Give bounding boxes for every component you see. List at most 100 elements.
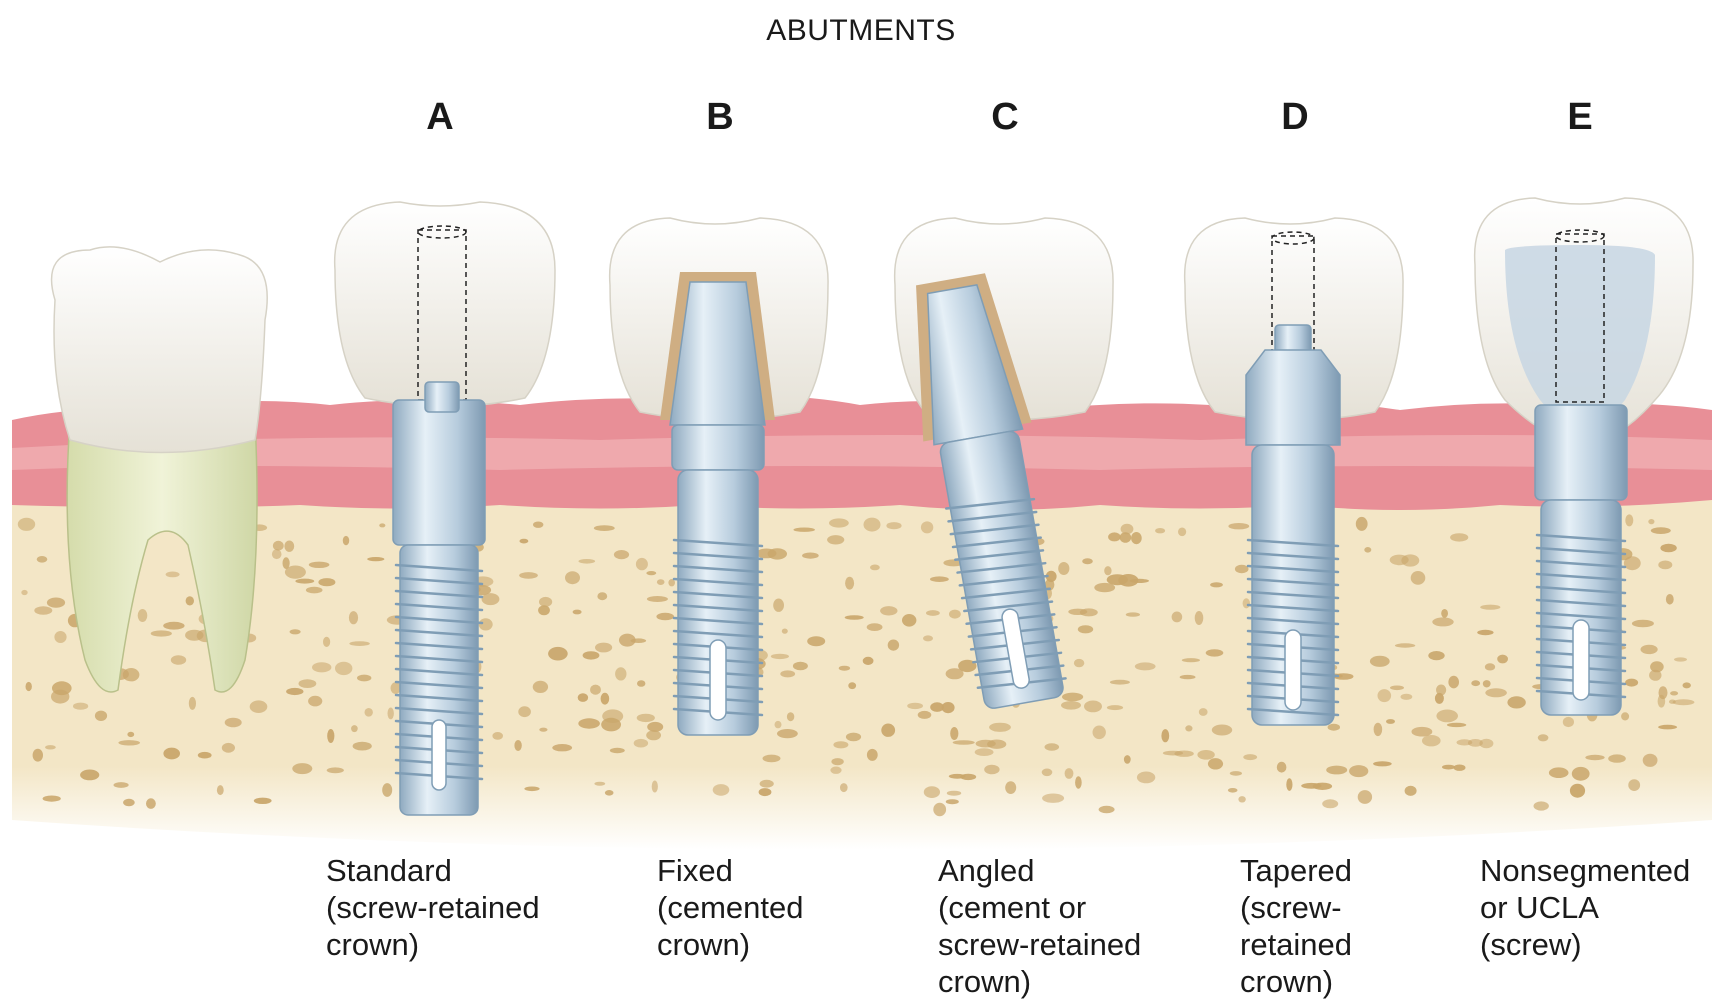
implant-thread xyxy=(958,574,1049,587)
bone-pore xyxy=(1658,686,1668,700)
bone-pore xyxy=(224,717,242,728)
bone-pore xyxy=(1322,799,1339,809)
bone-pore xyxy=(886,522,902,530)
bone-pore xyxy=(1073,658,1085,668)
bone-pore xyxy=(595,642,613,653)
bone-pore xyxy=(1181,658,1200,663)
bone-pore xyxy=(478,618,493,631)
bone-pore xyxy=(974,748,994,756)
bone-pore xyxy=(593,525,615,531)
bone-pore xyxy=(1171,611,1183,623)
bone-pore xyxy=(1044,579,1055,591)
bone-pore xyxy=(1428,651,1445,661)
bone-pore xyxy=(1446,722,1467,728)
bone-pore xyxy=(777,729,798,739)
bone-pore xyxy=(305,586,323,594)
bone-pore xyxy=(318,578,336,587)
gum-highlight xyxy=(12,435,1712,470)
bone-pore xyxy=(1432,617,1454,627)
implant-thread xyxy=(1246,590,1340,600)
caption-e: Nonsegmented or UCLA (screw) xyxy=(1480,853,1691,962)
bone-pore xyxy=(514,740,522,751)
bone-pore xyxy=(1648,519,1655,525)
bone-pore xyxy=(597,592,608,601)
bone-pore xyxy=(73,702,89,710)
bone-pore xyxy=(1484,663,1496,671)
bone-pore xyxy=(807,636,826,647)
bone-pore xyxy=(930,702,944,712)
bone-pore xyxy=(286,687,304,696)
bone-pore xyxy=(146,798,156,809)
implant-thread xyxy=(947,510,1038,523)
bone-pore xyxy=(1485,688,1507,698)
bone-pore xyxy=(1621,712,1630,721)
bone-pore xyxy=(1134,662,1156,671)
bone-pore xyxy=(838,665,851,671)
bone-pore xyxy=(46,597,66,608)
label-a: A xyxy=(426,96,454,138)
bone-pore xyxy=(1333,673,1354,680)
bone-pore xyxy=(1058,562,1070,575)
bone-pore xyxy=(613,550,630,560)
bone-pore xyxy=(1479,738,1494,749)
bone-pore xyxy=(609,747,625,754)
bone-pore xyxy=(594,781,606,786)
bone-pore xyxy=(113,782,129,788)
bone-pore xyxy=(1079,608,1098,617)
bone-pore xyxy=(1471,680,1481,687)
bone-pore xyxy=(1084,700,1102,713)
bone-pore xyxy=(1098,805,1115,814)
bone-pore xyxy=(1562,716,1574,728)
bone-pore xyxy=(1507,696,1526,709)
implant-thread xyxy=(1246,551,1340,561)
implant-thread xyxy=(1535,611,1627,621)
bone-pore xyxy=(348,611,359,625)
bone-pore xyxy=(351,725,358,733)
implant-thread xyxy=(1535,533,1627,543)
bone-pore xyxy=(352,741,372,751)
bone-pore xyxy=(382,783,393,797)
bone-pore xyxy=(1448,675,1459,689)
bone-pore xyxy=(272,540,284,551)
bone-pore xyxy=(1161,729,1170,743)
bone-pore xyxy=(1441,609,1448,618)
bone-pore xyxy=(1205,649,1224,657)
bone-pore xyxy=(636,713,655,723)
caption-d: Tapered (screw- retained crown) xyxy=(1240,853,1353,999)
bone-pore xyxy=(762,754,781,763)
bone-pore xyxy=(357,674,372,682)
bone-pore xyxy=(1075,776,1082,789)
bone-pore xyxy=(647,721,664,732)
bone-pore xyxy=(833,741,849,749)
bone-pore xyxy=(1227,788,1238,793)
bone-pore xyxy=(1162,750,1184,756)
bone-pore xyxy=(538,605,550,616)
bone-pore xyxy=(1238,796,1246,803)
bone-pore xyxy=(1660,543,1677,553)
bone-pore xyxy=(887,639,900,651)
bone-pore xyxy=(539,596,553,607)
implant-thread xyxy=(949,523,1040,536)
bone-pore xyxy=(946,790,962,796)
bone-pore xyxy=(519,572,538,579)
label-b: B xyxy=(706,96,734,138)
bone-pore xyxy=(36,556,48,563)
bone-pore xyxy=(844,615,864,620)
bone-pore xyxy=(349,641,370,646)
implant-thread xyxy=(1246,577,1340,587)
bone-pore xyxy=(165,571,180,578)
bone-pore xyxy=(830,766,842,774)
bone-pore xyxy=(781,628,788,634)
implant-thread xyxy=(672,603,764,613)
bone-pore xyxy=(552,744,573,752)
bone-pore xyxy=(917,710,932,719)
bone-pore xyxy=(54,631,67,643)
bone-pore xyxy=(1082,558,1093,565)
bone-pore xyxy=(342,535,350,546)
figure-title: ABUTMENTS xyxy=(766,14,956,47)
bone-pore xyxy=(646,730,661,741)
bone-pore xyxy=(1301,782,1322,789)
bone-pore xyxy=(249,700,268,713)
bone-pore xyxy=(1442,764,1455,770)
bone-pore xyxy=(582,651,600,660)
